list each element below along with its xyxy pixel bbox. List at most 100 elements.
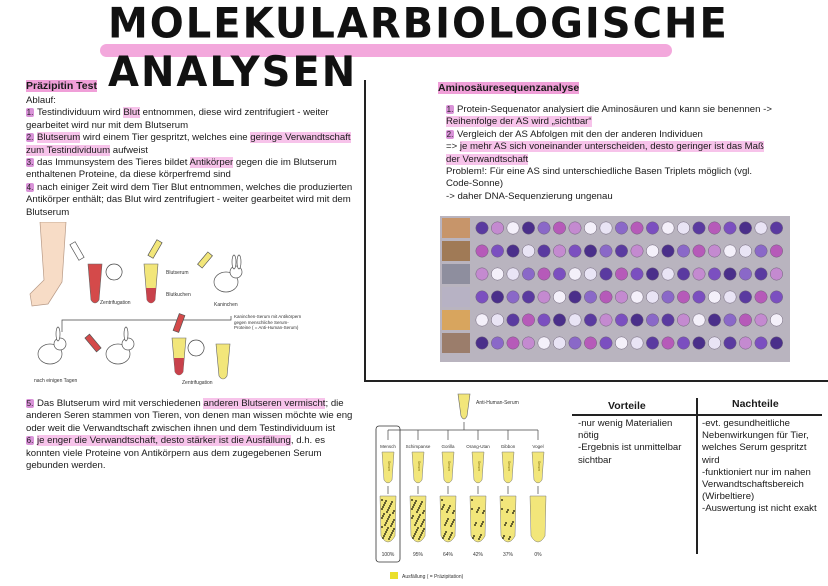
amino-acid-bead <box>661 267 675 281</box>
amino-acid-bead <box>568 221 582 235</box>
praezipitin-steps: 1.Testindividuum wird Blut entnommen, di… <box>26 107 361 219</box>
precipitate-dot <box>418 516 420 518</box>
precipitate-dot <box>390 525 392 527</box>
as-conclusion-highlight: => je mehr AS sich voneinander untersche… <box>446 141 764 165</box>
amino-acid-bead <box>630 244 644 258</box>
precipitate-dot <box>507 509 509 511</box>
serum-label: Serum <box>537 461 541 471</box>
precipitate-dot <box>441 499 443 501</box>
legend-swatch <box>390 572 398 579</box>
amino-acid-bead <box>630 313 644 327</box>
percent-label: 42% <box>473 552 484 558</box>
precipitate-dot <box>393 519 395 521</box>
precipitate-dot <box>417 518 419 520</box>
precipitate-dot <box>391 523 393 525</box>
amino-acid-bead <box>708 267 721 281</box>
amino-acid-bead <box>661 313 675 327</box>
amino-acid-bead <box>677 336 690 350</box>
precipitate-dot <box>419 536 421 538</box>
species-label: Vogel <box>532 444 543 449</box>
precipitate-dot <box>452 521 454 523</box>
precipitate-dot <box>422 512 424 514</box>
amino-acid-bead <box>754 221 768 235</box>
amino-acid-bead <box>506 267 520 281</box>
step-5: 5.Das Blutserum wird mit verschiedenen a… <box>26 398 353 434</box>
label-kaninchen-serum: Kaninchen-Serum mit Antikörpern gegen me… <box>234 314 302 331</box>
precipitate-dot <box>472 537 474 539</box>
vorteil-item: -nur wenig Materialien nötig <box>578 418 673 442</box>
precipitate-dot <box>386 529 388 531</box>
amino-acid-bead <box>553 313 566 327</box>
precipitate-dot <box>381 508 383 510</box>
precipitate-dot <box>512 521 514 523</box>
amino-acid-bead <box>584 313 597 327</box>
nachteil-item: -Auswertung ist nicht exakt <box>702 503 817 515</box>
amino-acid-bead <box>661 290 675 304</box>
as-step-1: 1.Protein-Sequenator analysiert die Amin… <box>446 104 772 128</box>
amino-acid-bead <box>677 290 690 304</box>
amino-acid-bead <box>599 336 613 350</box>
amino-acid-bead <box>708 244 721 258</box>
precipitate-dot <box>478 507 480 509</box>
percent-label: 0% <box>534 552 542 558</box>
nachteile-header: Nachteile <box>732 398 779 410</box>
legend-label: Ausfällung ( = Präzipitation) <box>402 574 464 580</box>
organism-photo <box>442 333 470 353</box>
precipitate-dot <box>445 531 447 533</box>
serum-tube <box>531 451 545 484</box>
amino-acid-bead <box>553 221 566 235</box>
amino-acid-bead <box>754 290 768 304</box>
label-nach-tagen: nach einigen Tagen <box>34 378 77 384</box>
result-tube <box>469 495 487 543</box>
precipitate-dot <box>415 500 417 502</box>
precipitate-dot <box>388 516 390 518</box>
step-6: 6.je enger die Verwandtschaft, desto stä… <box>26 435 325 472</box>
amino-acid-bead <box>677 267 690 281</box>
precipitate-dot <box>382 515 384 517</box>
precipitate-dot <box>501 499 503 501</box>
precipitate-dot <box>447 518 449 520</box>
precipitate-dot <box>442 506 444 508</box>
amino-acid-bead <box>692 267 706 281</box>
percent-label: 95% <box>413 552 424 558</box>
amino-acid-bead <box>708 221 721 235</box>
title-underline <box>100 44 672 57</box>
amino-acid-bead <box>692 244 706 258</box>
rotation-arrow-icon-2 <box>187 339 205 357</box>
precipitate-dot <box>389 536 391 538</box>
precipitate-dot <box>412 506 414 508</box>
label-anti-human-serum: Anti-Human-Serum <box>476 400 519 406</box>
precipitate-dot <box>446 520 448 522</box>
precipitate-dot <box>392 512 394 514</box>
amino-acid-bead <box>770 244 783 258</box>
amino-acid-bead <box>739 336 752 350</box>
amino-acid-bead <box>754 336 768 350</box>
precipitate-dot <box>387 527 389 529</box>
amino-acid-bead <box>522 244 535 258</box>
amino-acid-bead <box>599 313 613 327</box>
precipitate-dot <box>423 528 425 530</box>
precipitate-dot <box>513 510 515 512</box>
amino-acid-bead <box>584 290 597 304</box>
precipitate-dot <box>421 532 423 534</box>
amino-acid-bead <box>584 267 597 281</box>
syringe-icon-5 <box>172 313 186 333</box>
amino-acid-bead <box>491 313 504 327</box>
amino-acid-bead <box>661 336 675 350</box>
precipitate-dot <box>383 513 385 515</box>
amino-acid-bead <box>630 336 644 350</box>
amino-acid-bead <box>677 313 690 327</box>
precipitate-dot <box>423 510 425 512</box>
syringe-icon-3 <box>197 251 213 269</box>
praezipitin-diagram: Zentrifugation Blutserum Blutkuchen Kani… <box>29 222 302 386</box>
amino-acid-bead <box>770 290 783 304</box>
label-zentrifugation-2: Zentrifugation <box>182 380 213 386</box>
precipitate-dot <box>414 502 416 504</box>
precipitate-dot <box>418 538 420 540</box>
amino-acid-bead <box>615 244 628 258</box>
precipitate-dot <box>444 524 446 526</box>
amino-acid-bead <box>568 290 582 304</box>
amino-acid-bead <box>615 267 628 281</box>
praezipitin-section: Präzipitin Test Ablauf: 1.Testindividuum… <box>26 80 361 219</box>
precipitate-dot <box>416 529 418 531</box>
